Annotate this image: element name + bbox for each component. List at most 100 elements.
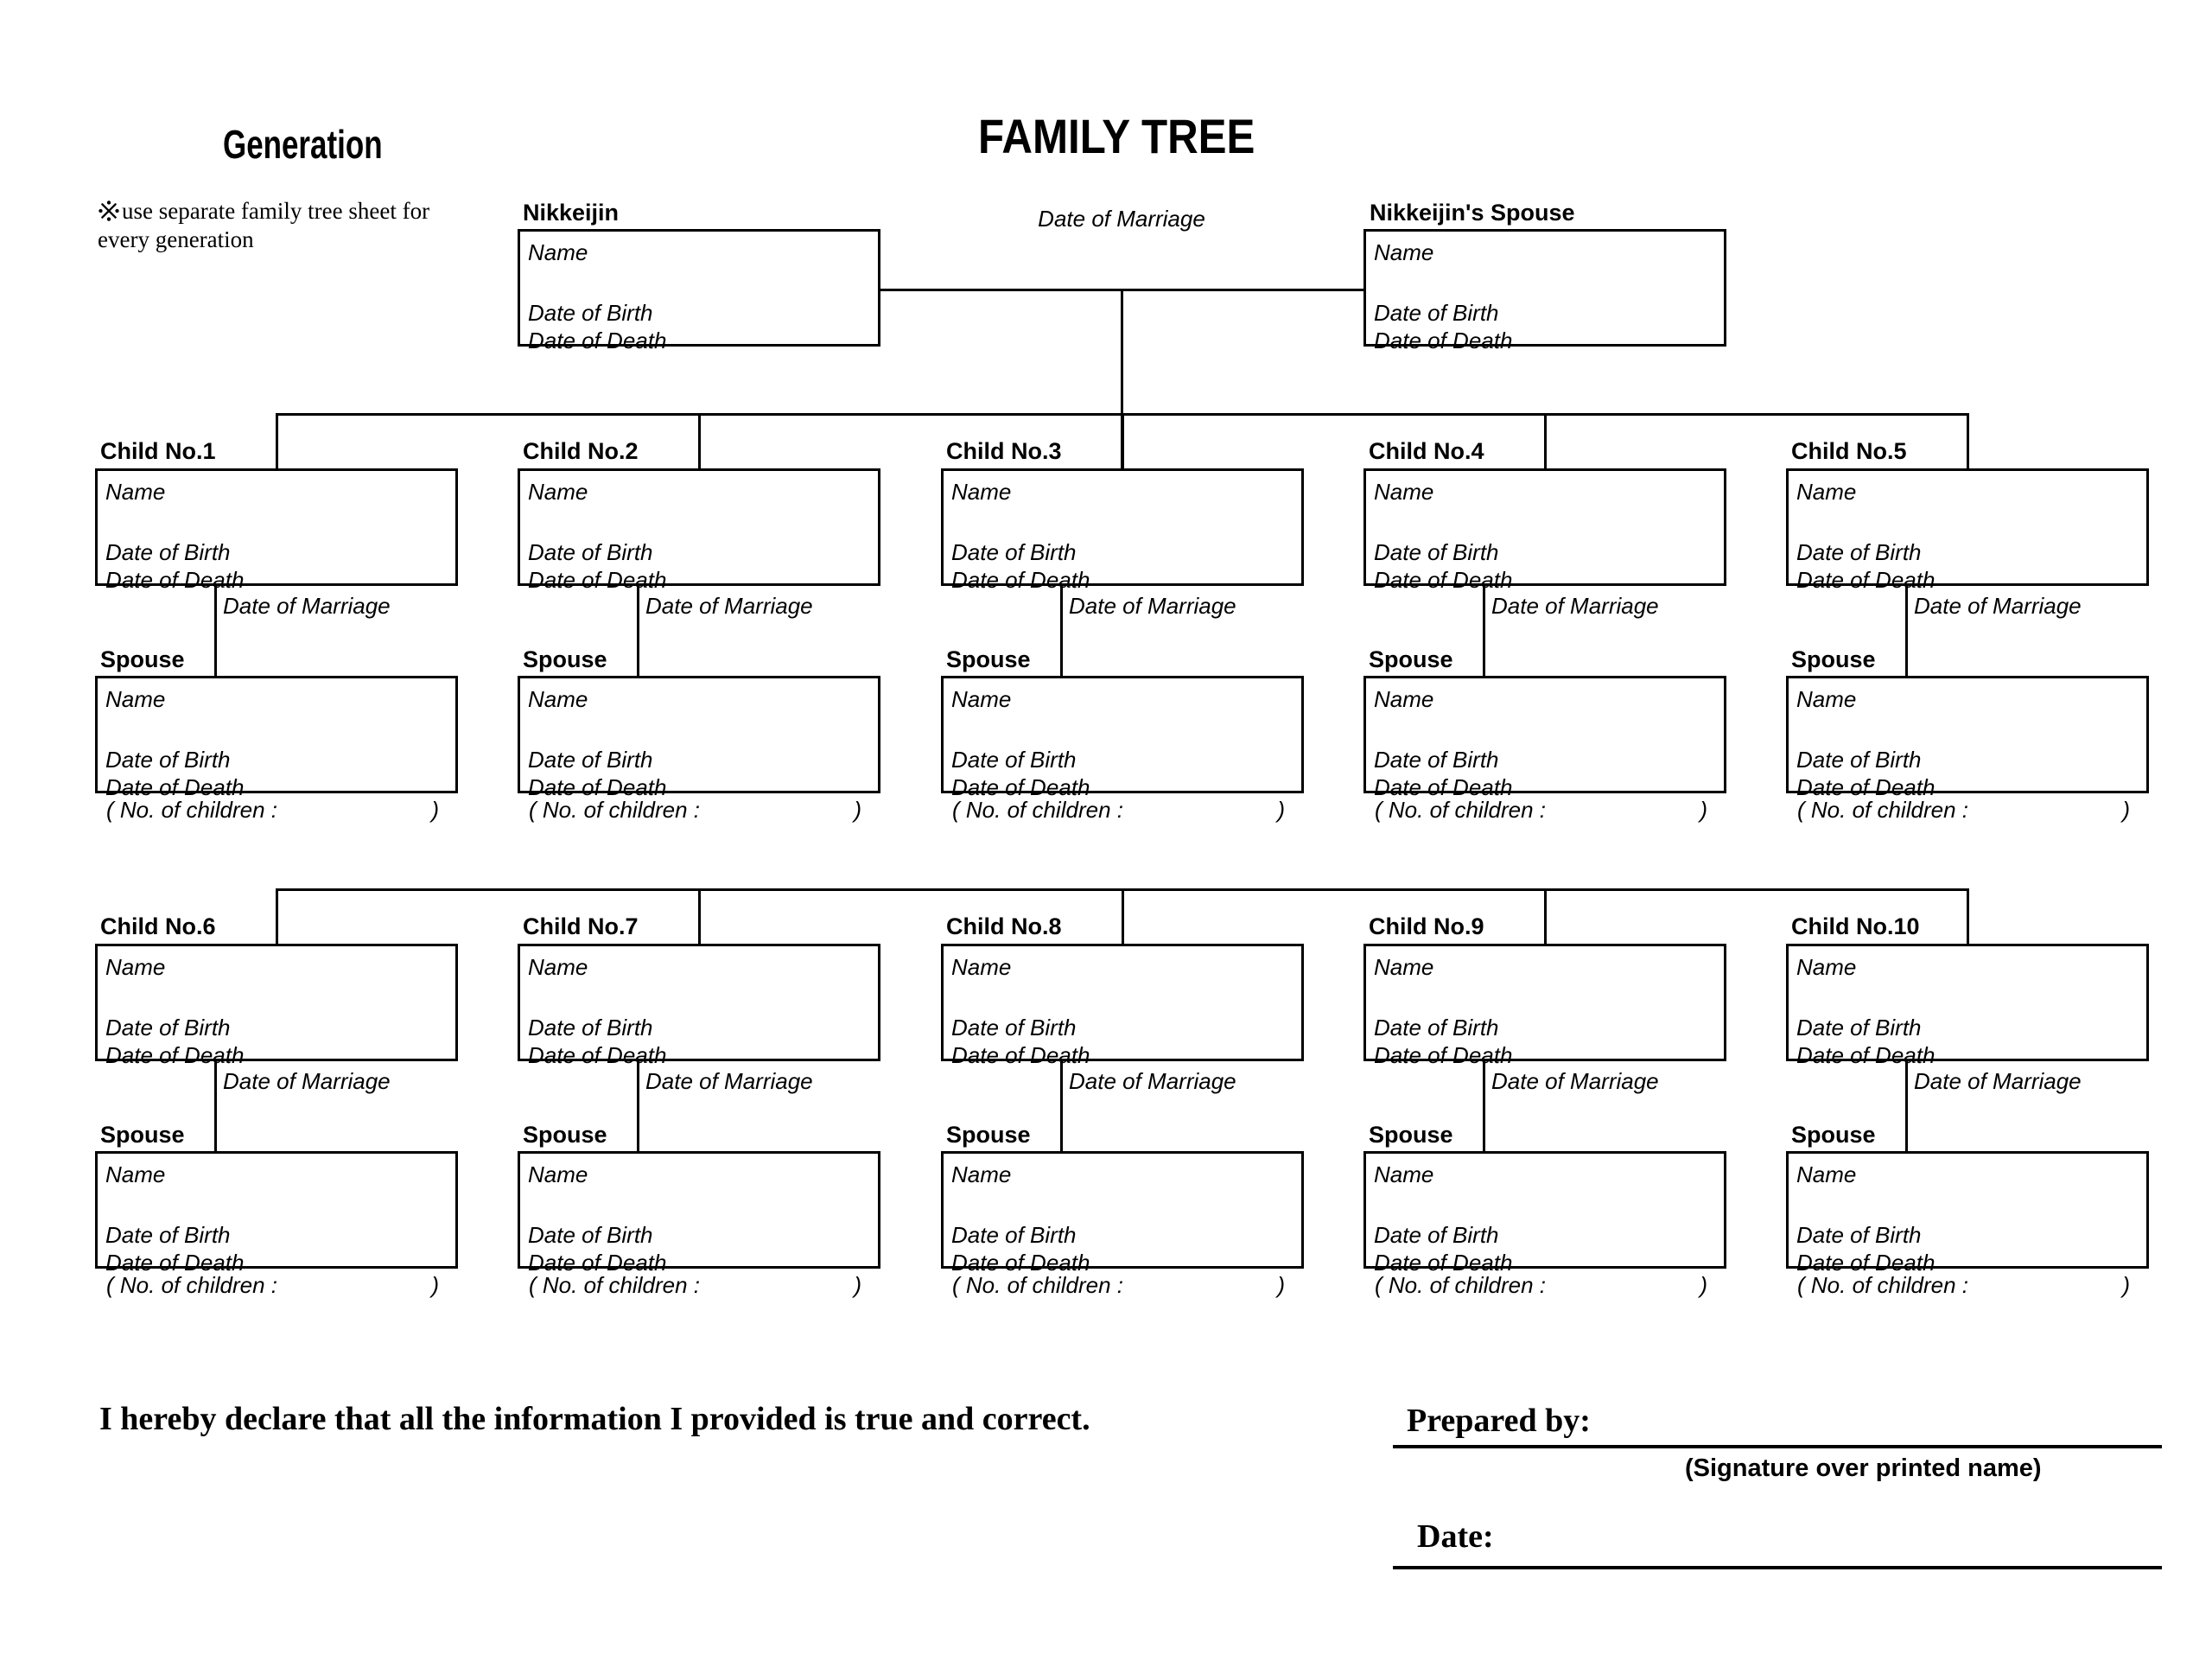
child-box: Name Date of Birth Date of Death	[518, 468, 880, 593]
spouse-label: Spouse	[946, 1122, 1031, 1148]
declaration-text: I hereby declare that all the informatio…	[99, 1401, 1090, 1437]
child-cell-4: Child No.4 Name Date of Birth Date of De…	[1363, 436, 1726, 825]
no-of-children-close-paren: )	[2122, 797, 2130, 823]
signature-line	[1393, 1445, 2162, 1448]
date-of-birth-field-label: Date of Birth	[528, 539, 653, 565]
date-of-birth-field-label: Date of Birth	[1796, 1222, 1922, 1248]
marriage-connector-line	[1060, 1061, 1063, 1151]
spouse-box: Name Date of Birth Date of Death	[95, 676, 458, 800]
no-of-children-row: ( No. of children : )	[1363, 797, 1726, 824]
child-cell-5: Child No.5 Name Date of Birth Date of De…	[1786, 436, 2149, 825]
name-field-label: Name	[105, 479, 166, 505]
date-of-death-field-label: Date of Death	[1374, 328, 1513, 353]
date-of-marriage-label: Date of Marriage	[1914, 1068, 2082, 1094]
date-of-birth-field-label: Date of Birth	[1374, 300, 1499, 326]
generation-label: Generation	[223, 122, 383, 167]
child-box: Name Date of Birth Date of Death	[95, 944, 458, 1068]
date-of-birth-field-label: Date of Birth	[528, 300, 653, 326]
sibling-connector-stub	[1967, 413, 1969, 468]
name-field-label: Name	[105, 686, 166, 712]
date-of-death-field-label: Date of Death	[1796, 1250, 1936, 1276]
instruction-note: use separate family tree sheet for every…	[98, 197, 429, 254]
date-of-death-field-label: Date of Death	[1796, 774, 1936, 800]
date-of-birth-field-label: Date of Birth	[951, 1015, 1077, 1040]
date-of-death-field-label: Date of Death	[105, 1250, 245, 1276]
date-of-birth-field-label: Date of Birth	[105, 1222, 231, 1248]
no-of-children-row: ( No. of children : )	[518, 797, 880, 824]
spouse-box: Name Date of Birth Date of Death	[95, 1151, 458, 1276]
spouse-box: Name Date of Birth Date of Death	[1363, 1151, 1726, 1276]
name-field-label: Name	[951, 686, 1012, 712]
date-of-death-field-label: Date of Death	[105, 774, 245, 800]
no-of-children-label: ( No. of children :	[106, 1272, 277, 1298]
date-of-birth-field-label: Date of Birth	[105, 539, 231, 565]
name-field-label: Name	[105, 1161, 166, 1187]
name-field-label: Name	[951, 1161, 1012, 1187]
marriage-connector-line	[214, 586, 217, 676]
reference-mark-icon	[99, 200, 119, 221]
date-of-death-field-label: Date of Death	[951, 567, 1090, 593]
parents-date-of-marriage-label: Date of Marriage	[1038, 206, 1205, 232]
name-field-label: Name	[1374, 954, 1434, 980]
no-of-children-label: ( No. of children :	[952, 797, 1123, 823]
date-of-birth-field-label: Date of Birth	[105, 747, 231, 773]
child-cell-2: Child No.2 Name Date of Birth Date of De…	[518, 436, 880, 825]
parents-descent-line	[1121, 289, 1123, 468]
child-cell-8: Child No.8 Name Date of Birth Date of De…	[941, 912, 1304, 1301]
child-box: Name Date of Birth Date of Death	[95, 468, 458, 593]
date-of-death-field-label: Date of Death	[951, 774, 1090, 800]
date-of-birth-field-label: Date of Birth	[1796, 539, 1922, 565]
date-of-death-field-label: Date of Death	[1796, 567, 1936, 593]
date-of-marriage-label: Date of Marriage	[645, 593, 813, 619]
date-of-death-field-label: Date of Death	[951, 1250, 1090, 1276]
no-of-children-close-paren: )	[854, 797, 861, 823]
marriage-connector-line	[1483, 586, 1485, 676]
sibling-connector-stub	[276, 413, 278, 468]
date-of-birth-field-label: Date of Birth	[1374, 539, 1499, 565]
name-field-label: Name	[1374, 239, 1434, 265]
spouse-box: Name Date of Birth Date of Death	[1786, 676, 2149, 800]
child-cell-1: Child No.1 Name Date of Birth Date of De…	[95, 436, 458, 825]
date-of-birth-field-label: Date of Birth	[1374, 747, 1499, 773]
date-of-birth-field-label: Date of Birth	[1796, 1015, 1922, 1040]
no-of-children-close-paren: )	[1700, 1272, 1707, 1298]
no-of-children-close-paren: )	[854, 1272, 861, 1298]
date-of-marriage-label: Date of Marriage	[645, 1068, 813, 1094]
child-cell-6: Child No.6 Name Date of Birth Date of De…	[95, 912, 458, 1301]
marriage-connector-line	[1060, 586, 1063, 676]
nikkeijin-spouse-label: Nikkeijin's Spouse	[1370, 200, 1575, 226]
date-of-birth-field-label: Date of Birth	[528, 1015, 653, 1040]
name-field-label: Name	[1374, 686, 1434, 712]
date-of-birth-field-label: Date of Birth	[1374, 1222, 1499, 1248]
no-of-children-row: ( No. of children : )	[941, 1272, 1304, 1300]
marriage-connector-line	[214, 1061, 217, 1151]
child-box: Name Date of Birth Date of Death	[1363, 944, 1726, 1068]
date-of-marriage-label: Date of Marriage	[223, 1068, 391, 1094]
sibling-connector-stub	[1122, 413, 1124, 468]
child-cell-7: Child No.7 Name Date of Birth Date of De…	[518, 912, 880, 1301]
date-of-marriage-label: Date of Marriage	[1069, 1068, 1236, 1094]
date-of-marriage-label: Date of Marriage	[1491, 1068, 1659, 1094]
spouse-box: Name Date of Birth Date of Death	[941, 1151, 1304, 1276]
no-of-children-close-paren: )	[431, 1272, 439, 1298]
sibling-connector-stub	[276, 888, 278, 944]
date-of-birth-field-label: Date of Birth	[951, 1222, 1077, 1248]
no-of-children-label: ( No. of children :	[952, 1272, 1123, 1298]
no-of-children-row: ( No. of children : )	[1786, 797, 2149, 824]
date-of-death-field-label: Date of Death	[1796, 1042, 1936, 1068]
date-of-death-field-label: Date of Death	[105, 1042, 245, 1068]
child-cell-3: Child No.3 Name Date of Birth Date of De…	[941, 436, 1304, 825]
marriage-connector-line	[1905, 586, 1908, 676]
date-of-birth-field-label: Date of Birth	[528, 1222, 653, 1248]
child-number-label: Child No.7	[523, 913, 639, 939]
spouse-box: Name Date of Birth Date of Death	[1363, 676, 1726, 800]
no-of-children-label: ( No. of children :	[529, 1272, 700, 1298]
date-of-death-field-label: Date of Death	[1374, 567, 1513, 593]
sibling-connector-stub	[1544, 413, 1547, 468]
child-box: Name Date of Birth Date of Death	[1786, 944, 2149, 1068]
child-number-label: Child No.6	[100, 913, 216, 939]
date-of-death-field-label: Date of Death	[1374, 774, 1513, 800]
date-of-marriage-label: Date of Marriage	[223, 593, 391, 619]
date-of-death-field-label: Date of Death	[528, 1250, 667, 1276]
